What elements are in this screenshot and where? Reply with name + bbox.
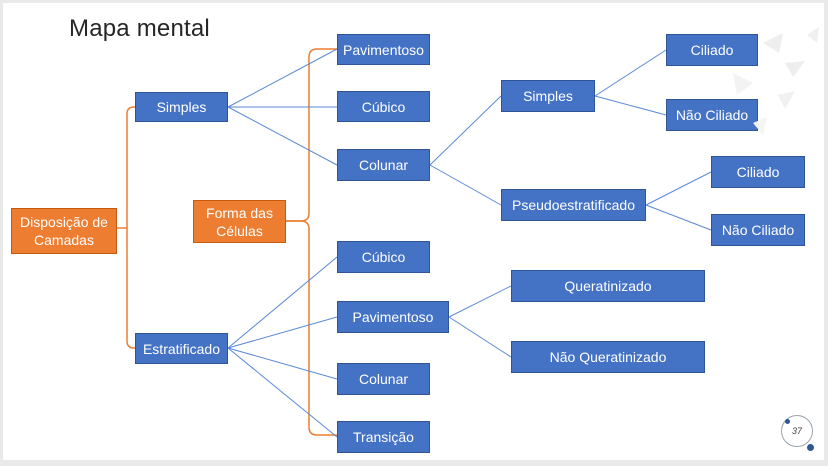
node-nao-ciliado-2[interactable]: Não Ciliado	[711, 214, 805, 246]
node-nao-queratinizado[interactable]: Não Queratinizado	[511, 341, 705, 373]
brace-forma-top	[286, 48, 337, 222]
decorative-triangles	[733, 27, 819, 135]
node-estratificado[interactable]: Estratificado	[135, 333, 228, 364]
line-simples2-naociliado	[594, 95, 667, 116]
line-pav-naoqueratinizado	[448, 316, 512, 358]
node-pavimentoso-bottom[interactable]: Pavimentoso	[337, 301, 449, 333]
node-simples[interactable]: Simples	[135, 92, 228, 122]
page-number-dot-small	[785, 419, 790, 424]
brace-root	[117, 106, 135, 349]
line-estrat-pavimentoso	[227, 316, 338, 349]
node-cubico-bottom[interactable]: Cúbico	[337, 241, 430, 273]
line-simples-colunar	[227, 106, 338, 166]
node-disposicao-camadas[interactable]: Disposição de Camadas	[11, 208, 117, 254]
page-number-dot-large	[807, 444, 814, 451]
node-queratinizado[interactable]: Queratinizado	[511, 270, 705, 302]
line-simples-pavimentoso	[227, 48, 338, 108]
line-colunar-simples	[429, 95, 502, 166]
line-estrat-cubico	[227, 256, 338, 349]
line-colunar-pseudo	[429, 164, 502, 206]
node-ciliado-2[interactable]: Ciliado	[711, 156, 805, 188]
node-transicao[interactable]: Transição	[337, 421, 430, 453]
node-colunar-bottom[interactable]: Colunar	[337, 363, 430, 395]
node-pavimentoso-top[interactable]: Pavimentoso	[337, 34, 430, 65]
line-estrat-colunar	[227, 347, 338, 380]
brace-forma-bottom	[286, 220, 337, 436]
node-colunar-top[interactable]: Colunar	[337, 149, 430, 181]
node-nao-ciliado-1[interactable]: Não Ciliado	[666, 99, 758, 131]
node-simples-second[interactable]: Simples	[501, 80, 595, 112]
line-pseudo-ciliado	[645, 171, 712, 206]
node-ciliado-1[interactable]: Ciliado	[666, 34, 758, 66]
line-simples2-ciliado	[594, 49, 667, 97]
line-pseudo-naociliado	[645, 204, 712, 231]
connector-lines	[117, 48, 712, 438]
line-estrat-transicao	[227, 347, 338, 438]
slide: Mapa mental Disposição de Camadas Simple…	[3, 3, 824, 460]
line-pav-queratinizado	[448, 285, 512, 318]
node-cubico-top[interactable]: Cúbico	[337, 91, 430, 122]
node-forma-celulas[interactable]: Forma das Células	[193, 200, 286, 243]
node-pseudoestratificado[interactable]: Pseudoestratificado	[501, 189, 646, 221]
page-title: Mapa mental	[69, 15, 210, 42]
